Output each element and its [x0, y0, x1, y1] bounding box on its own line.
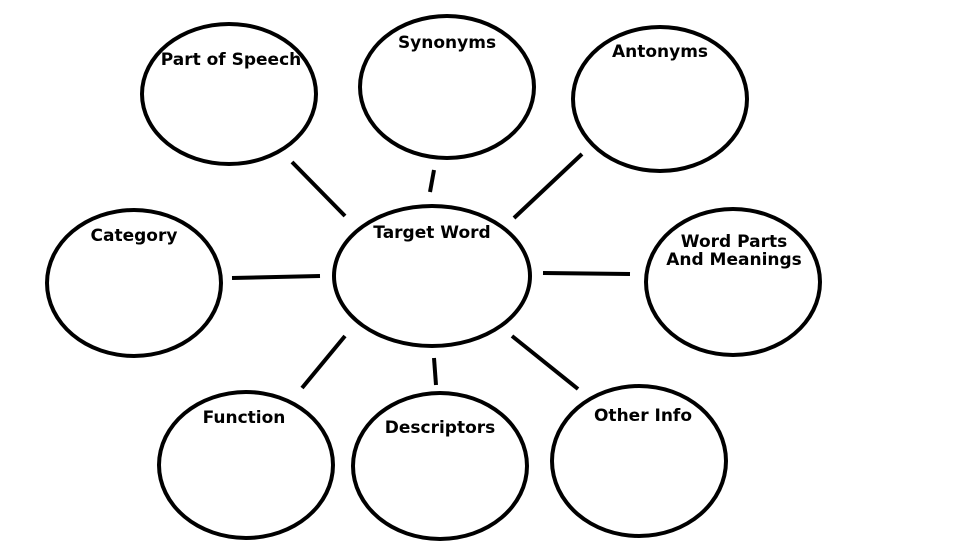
node-word-parts [644, 207, 822, 357]
node-function [157, 390, 335, 540]
connector-function [300, 334, 347, 390]
node-antonyms-label: Antonyms [611, 42, 709, 62]
node-word-parts-label-line1: Word Parts [680, 232, 788, 252]
node-other-info-label: Other Info [593, 406, 692, 426]
node-category-label: Category [90, 226, 178, 246]
node-category [45, 208, 223, 358]
node-word-parts-label-line2: And Meanings [666, 250, 802, 270]
node-antonyms [571, 25, 749, 173]
node-part-of-speech-label: Part of Speech [160, 50, 302, 70]
connector-descriptors [432, 357, 438, 386]
connector-antonyms [512, 152, 584, 220]
node-descriptors [351, 391, 529, 541]
node-other-info [550, 384, 728, 538]
node-part-of-speech [140, 22, 318, 166]
node-function-label: Function [202, 408, 286, 428]
connector-synonyms [428, 169, 436, 193]
connector-other-info [510, 334, 580, 391]
node-synonyms [358, 14, 536, 160]
center-node-label: Target Word [373, 223, 491, 243]
connector-part-of-speech [290, 160, 347, 218]
connector-word-parts [542, 271, 631, 276]
node-synonyms-label: Synonyms [397, 33, 497, 53]
node-descriptors-label: Descriptors [384, 418, 496, 438]
center-node [332, 204, 532, 348]
connector-category [231, 274, 321, 280]
